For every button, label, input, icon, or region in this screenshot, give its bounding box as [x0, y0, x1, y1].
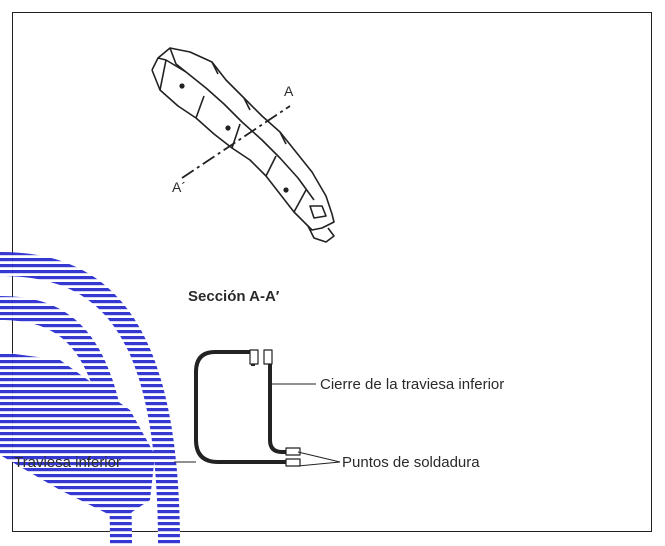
label-closure: Cierre de la traviesa inferior: [320, 376, 505, 393]
marker-a-prime: A´: [172, 179, 186, 195]
marker-a: A: [284, 83, 294, 99]
section-line-a-a-prime: [181, 105, 291, 179]
label-weld-points: Puntos de soldadura: [342, 454, 480, 471]
watermark-logo: [0, 252, 180, 546]
section-title: Sección A-A′: [188, 288, 280, 305]
label-crossmember: Traviesa inferior: [14, 454, 121, 471]
crossmember-isometric-drawing: [151, 47, 335, 243]
section-profile-drawing: [194, 349, 301, 467]
leader-lines: [174, 383, 341, 467]
